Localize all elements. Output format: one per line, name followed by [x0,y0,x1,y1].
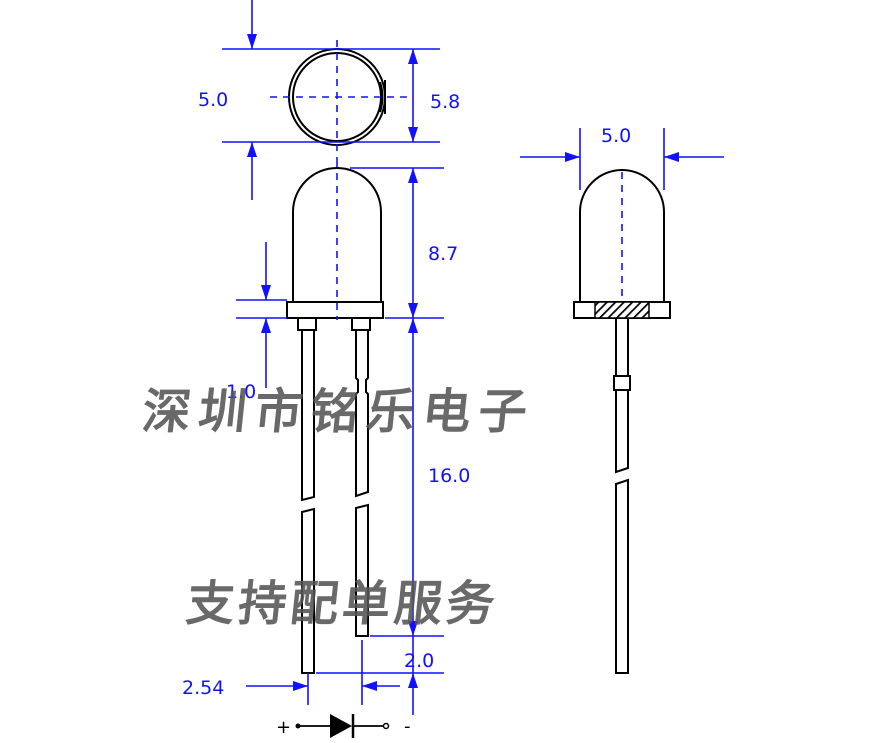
side-lead-lower [615,478,629,674]
dim-label-lead-length: 16.0 [428,465,470,487]
dim-lead-length: 16.0 [370,318,470,637]
arrowhead [565,152,580,162]
cathode-terminal [382,722,390,730]
arrowhead [261,318,271,333]
right-lead-upper [355,330,369,498]
side-view [573,169,671,674]
arrowhead [664,152,679,162]
dim-label-flange-thickness: 1.0 [226,381,256,403]
arrowhead [408,168,418,183]
arrowhead [261,285,271,300]
dim-top-diameter: 5.0 [198,0,440,200]
left-lead-collar [297,317,317,331]
polarity-minus: - [404,716,411,737]
side-dome-body [579,169,665,302]
side-lead-upper [615,318,629,474]
polarity-plus: + [276,717,291,738]
diode-polarity-symbol: + - [276,714,411,738]
dim-top-flange: 5.8 [408,49,460,142]
arrowhead [408,673,418,688]
arrowhead [408,127,418,142]
led-flange [286,301,384,319]
arrowhead [408,49,418,64]
arrowhead [293,681,308,691]
flange-hatch [594,301,650,319]
right-lead-collar [351,317,371,331]
dim-label-lead-cut-diff: 2.0 [404,650,434,672]
dim-body-height: 8.7 [350,167,458,319]
dim-label-top-flange: 5.8 [430,91,460,113]
arrowhead [408,303,418,318]
front-view [286,160,384,674]
left-lead-lower [301,507,315,674]
dim-lead-spacing: 2.54 [182,640,400,705]
watermark-company-name: 深圳市铭乐电子 [140,384,538,440]
arrowhead [247,142,257,157]
dim-flange-thickness: 1.0 [226,242,287,403]
led-dome-body [292,167,382,302]
dim-label-body-height: 8.7 [428,243,458,265]
top-view-flat-edge [379,81,384,113]
arrowhead [408,318,418,333]
side-lead-collar [613,375,631,391]
arrowhead [362,681,377,691]
dim-label-side-diameter: 5.0 [601,125,631,147]
dim-side-diameter: 5.0 [520,125,724,190]
dim-label-lead-spacing: 2.54 [182,677,224,699]
left-lead-upper [301,318,315,502]
arrowhead [247,34,257,49]
right-lead-lower [355,503,369,637]
diode-triangle-icon [330,714,352,738]
dim-lead-cut-diff: 2.0 [316,636,444,715]
watermark-service-text: 支持配单服务 [184,576,502,632]
arrowhead [408,621,418,636]
dim-label-top-diameter: 5.0 [198,89,228,111]
